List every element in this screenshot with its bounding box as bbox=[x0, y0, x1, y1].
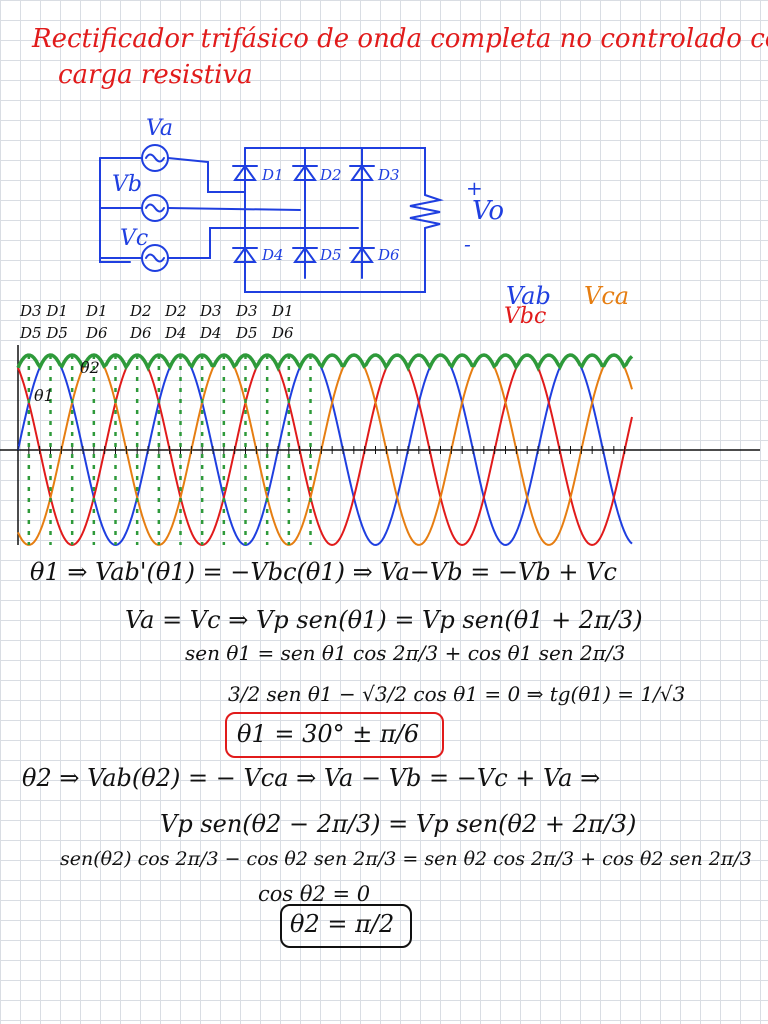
diode-label-d2: D2 bbox=[320, 166, 342, 184]
conduction-bottom-label: D6 bbox=[272, 324, 294, 342]
diode-label-d4: D4 bbox=[262, 246, 284, 264]
conduction-top-label: D3 D1 bbox=[20, 302, 68, 320]
conduction-top-label: D1 bbox=[272, 302, 294, 320]
conduction-bottom-label: D6 bbox=[86, 324, 108, 342]
output-minus: - bbox=[464, 232, 471, 256]
derivation2-line4: cos θ2 = 0 bbox=[258, 882, 371, 906]
theta1-marker-label: θ1 bbox=[34, 386, 54, 405]
output-envelope bbox=[16, 353, 634, 372]
diode-label-d3: D3 bbox=[378, 166, 400, 184]
conduction-top-label: D3 bbox=[200, 302, 222, 320]
result-box-theta1 bbox=[225, 712, 444, 758]
waveform-plot bbox=[0, 345, 760, 547]
conduction-bottom-label: D5 bbox=[236, 324, 258, 342]
derivation2-line3: sen(θ2) cos 2π/3 − cos θ2 sen 2π/3 = sen… bbox=[60, 848, 752, 870]
result-box-theta2 bbox=[280, 904, 412, 948]
output-plus: + bbox=[466, 176, 483, 200]
derivation1-result: θ1 = 30° ± π/6 bbox=[237, 720, 420, 748]
derivation2-result: θ2 = π/2 bbox=[290, 910, 395, 938]
conduction-bottom-label: D5 D5 bbox=[20, 324, 68, 342]
diode-label-d5: D5 bbox=[320, 246, 342, 264]
derivation1-line3: sen θ1 = sen θ1 cos 2π/3 + cos θ1 sen 2π… bbox=[185, 641, 626, 665]
conduction-bottom-label: D4 bbox=[165, 324, 187, 342]
legend-vca: Vca bbox=[584, 282, 630, 310]
conduction-bottom-label: D4 bbox=[200, 324, 222, 342]
theta2-marker-label: θ2 bbox=[80, 358, 100, 377]
title-line-1: Rectificador trifásico de onda completa … bbox=[32, 24, 768, 54]
source-label-va: Va bbox=[146, 116, 173, 141]
legend-vbc: Vbc bbox=[504, 304, 547, 329]
conduction-top-label: D2 bbox=[165, 302, 187, 320]
wave-vab bbox=[17, 353, 633, 547]
diode-label-d1: D1 bbox=[262, 166, 284, 184]
derivation2-line2: Vp sen(θ2 − 2π/3) = Vp sen(θ2 + 2π/3) bbox=[160, 810, 637, 838]
conduction-top-label: D3 bbox=[236, 302, 258, 320]
source-label-vc: Vc bbox=[120, 226, 149, 251]
diode-label-d6: D6 bbox=[378, 246, 400, 264]
conduction-top-label: D1 bbox=[86, 302, 108, 320]
derivation1-line4: 3/2 sen θ1 − √3/2 cos θ1 = 0 ⇒ tg(θ1) = … bbox=[228, 682, 686, 706]
rectifier-circuit-diagram bbox=[99, 144, 444, 293]
derivation2-line1: θ2 ⇒ Vab(θ2) = − Vca ⇒ Va − Vb = −Vc + V… bbox=[22, 764, 601, 792]
conduction-bottom-label: D6 bbox=[130, 324, 152, 342]
title-line-2: carga resistiva bbox=[58, 60, 253, 90]
derivation1-line2: Va = Vc ⇒ Vp sen(θ1) = Vp sen(θ1 + 2π/3) bbox=[125, 606, 643, 634]
derivation1-line1: θ1 ⇒ Vab'(θ1) = −Vbc(θ1) ⇒ Va−Vb = −Vb +… bbox=[30, 558, 617, 586]
conduction-top-label: D2 bbox=[130, 302, 152, 320]
wave-vca bbox=[17, 353, 633, 546]
source-label-vb: Vb bbox=[112, 172, 142, 197]
legend-vab: Vab bbox=[506, 282, 551, 310]
output-label-vo: Vo bbox=[472, 196, 505, 226]
